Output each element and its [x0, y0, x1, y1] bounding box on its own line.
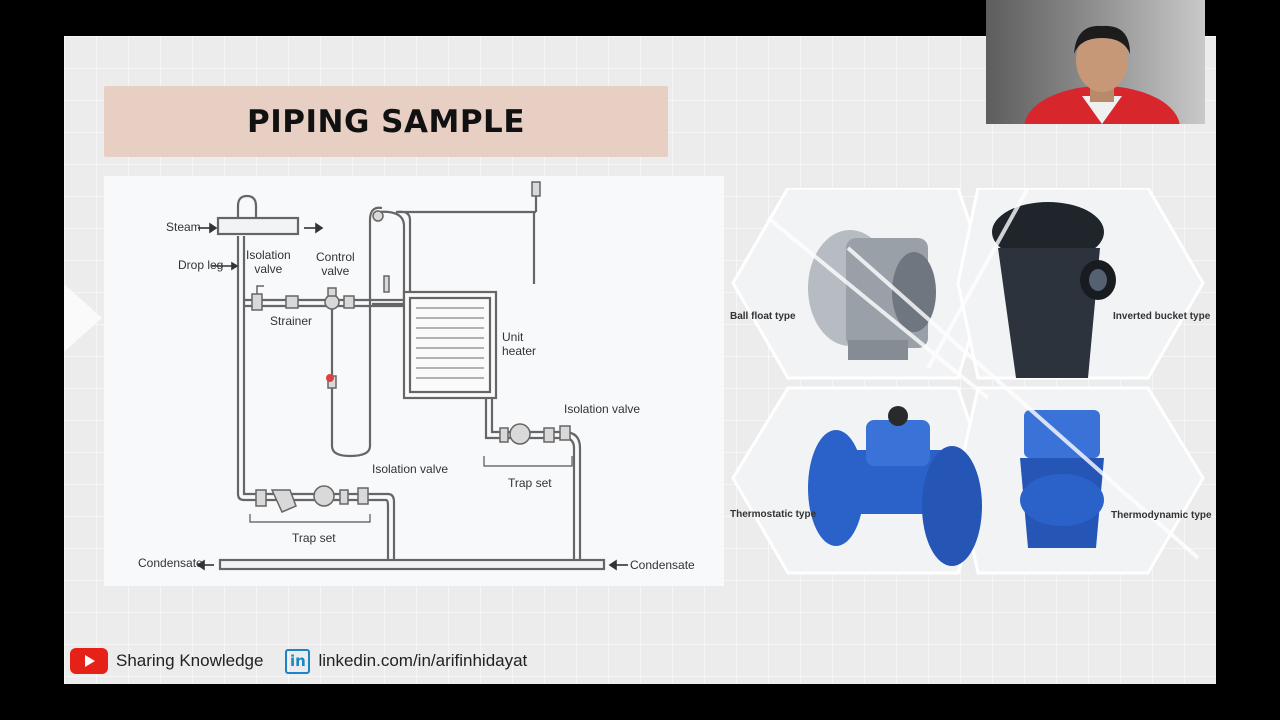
condensate-left-label: Condensate: [138, 556, 203, 570]
isolation-valve-bottom-label: Isolation valve: [372, 462, 449, 476]
presenter-video: [1024, 25, 1180, 124]
steam-trap-collage: [731, 188, 1205, 575]
slide-title: PIPING SAMPLE: [246, 103, 525, 140]
inverted-bucket-type-label: Inverted bucket type: [1113, 311, 1211, 322]
thermodynamic-trap-image: [1020, 410, 1104, 548]
piping-diagram-drawing: [196, 181, 628, 571]
ball-float-type-label: Ball float type: [730, 311, 796, 322]
unit-heater-label: Unit heater: [502, 330, 537, 358]
thermodynamic-type-label: Thermodynamic type: [1111, 510, 1212, 521]
youtube-icon: [70, 648, 108, 674]
linkedin-icon: in: [285, 648, 311, 674]
drop-leg-label: Drop leg: [178, 258, 224, 272]
isolation-valve-top-label: Isolation valve: [246, 248, 291, 276]
strainer-label: Strainer: [270, 314, 313, 328]
thermostatic-trap-image: [808, 406, 982, 566]
trap-set-bottom-label: Trap set: [292, 531, 336, 545]
slide-decor-arrow: [64, 284, 102, 352]
trap-set-right-label: Trap set: [508, 476, 552, 490]
isolation-valve-right-label: Isolation valve: [564, 402, 641, 416]
inverted-bucket-trap-image: [992, 202, 1116, 378]
linkedin-url: linkedin.com/in/arifinhidayat: [318, 651, 528, 670]
footer-branding: Sharing Knowledge in linkedin.com/in/ari…: [70, 648, 527, 674]
presentation-slide: PIPING SAMPLE: [64, 36, 1216, 684]
steam-trap-types: Ball float type Inverted bucket type The…: [728, 188, 1212, 578]
condensate-right-label: Condensate: [630, 558, 695, 572]
control-valve-label: Control valve: [316, 250, 355, 278]
thermostatic-type-label: Thermostatic type: [730, 509, 817, 520]
channel-name: Sharing Knowledge: [116, 651, 264, 670]
title-banner: PIPING SAMPLE: [104, 86, 668, 157]
piping-diagram: Steam Drop leg Isolation valve Control v…: [104, 176, 724, 586]
steam-label: Steam: [166, 220, 201, 234]
presenter-webcam: [986, 0, 1205, 124]
